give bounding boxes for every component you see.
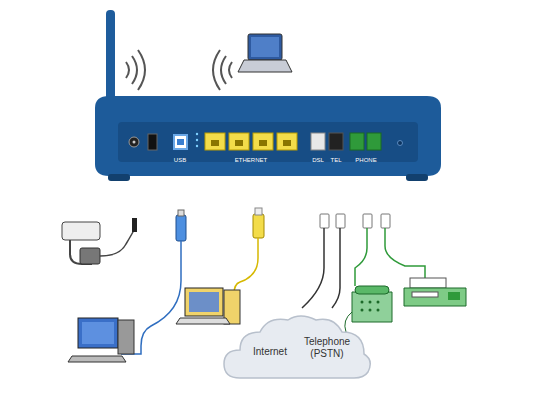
port-label: ETHERNET (235, 157, 267, 163)
port-label: DSL (312, 157, 324, 163)
cloud-text: Internet (240, 346, 300, 358)
cloud-node: InternetTelephone (PSTN) (222, 312, 372, 386)
port-label: PHONE (355, 157, 376, 163)
port-label: TEL (330, 157, 341, 163)
cloud-outline (222, 312, 372, 386)
cloud-text: Telephone (PSTN) (296, 336, 358, 360)
port-label: USB (174, 157, 186, 163)
